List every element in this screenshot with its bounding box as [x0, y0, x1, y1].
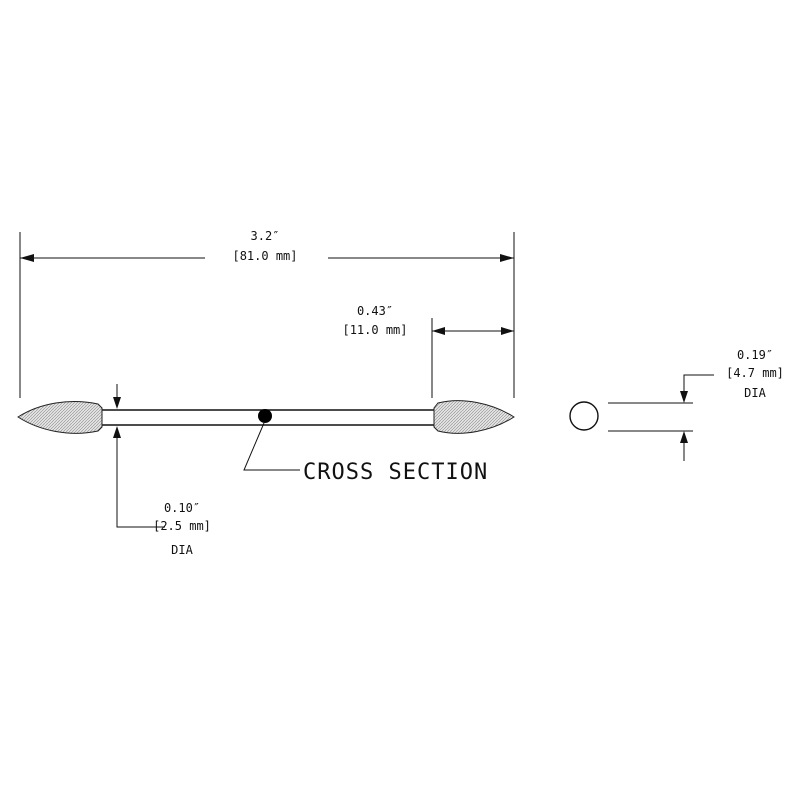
swab-body	[17, 400, 515, 434]
arrowhead-right-icon	[500, 254, 514, 262]
shaft-diameter-mm: [2.5 mm]	[153, 519, 211, 533]
tip-arrowhead-bottom-icon	[680, 431, 688, 443]
tip-diameter-inches: 0.19″	[737, 348, 773, 362]
cross-section-callout: CROSS SECTION	[243, 422, 488, 485]
shaft-dim-leader	[116, 428, 165, 528]
callout-leader-line	[243, 422, 300, 471]
overall-length-dimension: 3.2″ [81.0 mm]	[19, 229, 515, 398]
right-cotton-tip	[433, 400, 515, 434]
tip-end-circle	[569, 401, 599, 431]
shaft-arrowhead-top-icon	[113, 397, 121, 409]
tip-length-inches: 0.43″	[357, 304, 393, 318]
left-cotton-tip	[17, 401, 103, 434]
tip-dim-leader	[683, 374, 714, 401]
cross-section-marker	[258, 409, 272, 423]
tip-arrowhead-left-icon	[432, 327, 445, 335]
overall-length-inches: 3.2″	[251, 229, 280, 243]
cross-section-label: CROSS SECTION	[303, 460, 488, 485]
tip-length-dimension: 0.43″ [11.0 mm]	[342, 304, 514, 398]
tip-length-mm: [11.0 mm]	[342, 323, 407, 337]
overall-length-mm: [81.0 mm]	[232, 249, 297, 263]
arrowhead-left-icon	[20, 254, 34, 262]
tip-diameter-mm: [4.7 mm]	[726, 366, 784, 380]
shaft-diameter-note: DIA	[171, 543, 193, 557]
tip-diameter-note: DIA	[744, 386, 766, 400]
shaft-diameter-inches: 0.10″	[164, 501, 200, 515]
tip-end-view: 0.19″ [4.7 mm] DIA	[569, 348, 784, 461]
shaft-arrowhead-bottom-icon	[113, 426, 121, 438]
shaft-diameter-dimension: 0.10″ [2.5 mm] DIA	[113, 384, 211, 557]
tip-arrowhead-top-icon	[680, 391, 688, 403]
tip-arrowhead-right-icon	[501, 327, 514, 335]
